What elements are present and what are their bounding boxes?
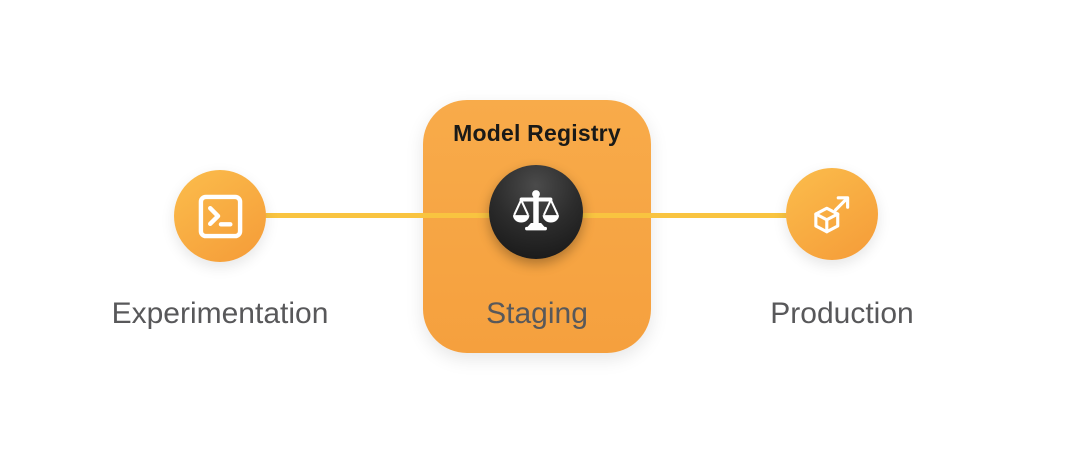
model-registry-title: Model Registry xyxy=(453,120,621,146)
production-node xyxy=(786,168,878,260)
terminal-icon xyxy=(197,193,244,240)
staging-node xyxy=(489,165,583,259)
stage-label-production: Production xyxy=(770,297,914,330)
balance-scale-icon xyxy=(511,187,561,237)
cube-launch-icon xyxy=(807,189,857,239)
stage-label-experimentation: Experimentation xyxy=(111,297,329,330)
stage-label-staging: Staging xyxy=(486,297,588,330)
experimentation-node xyxy=(174,170,266,262)
